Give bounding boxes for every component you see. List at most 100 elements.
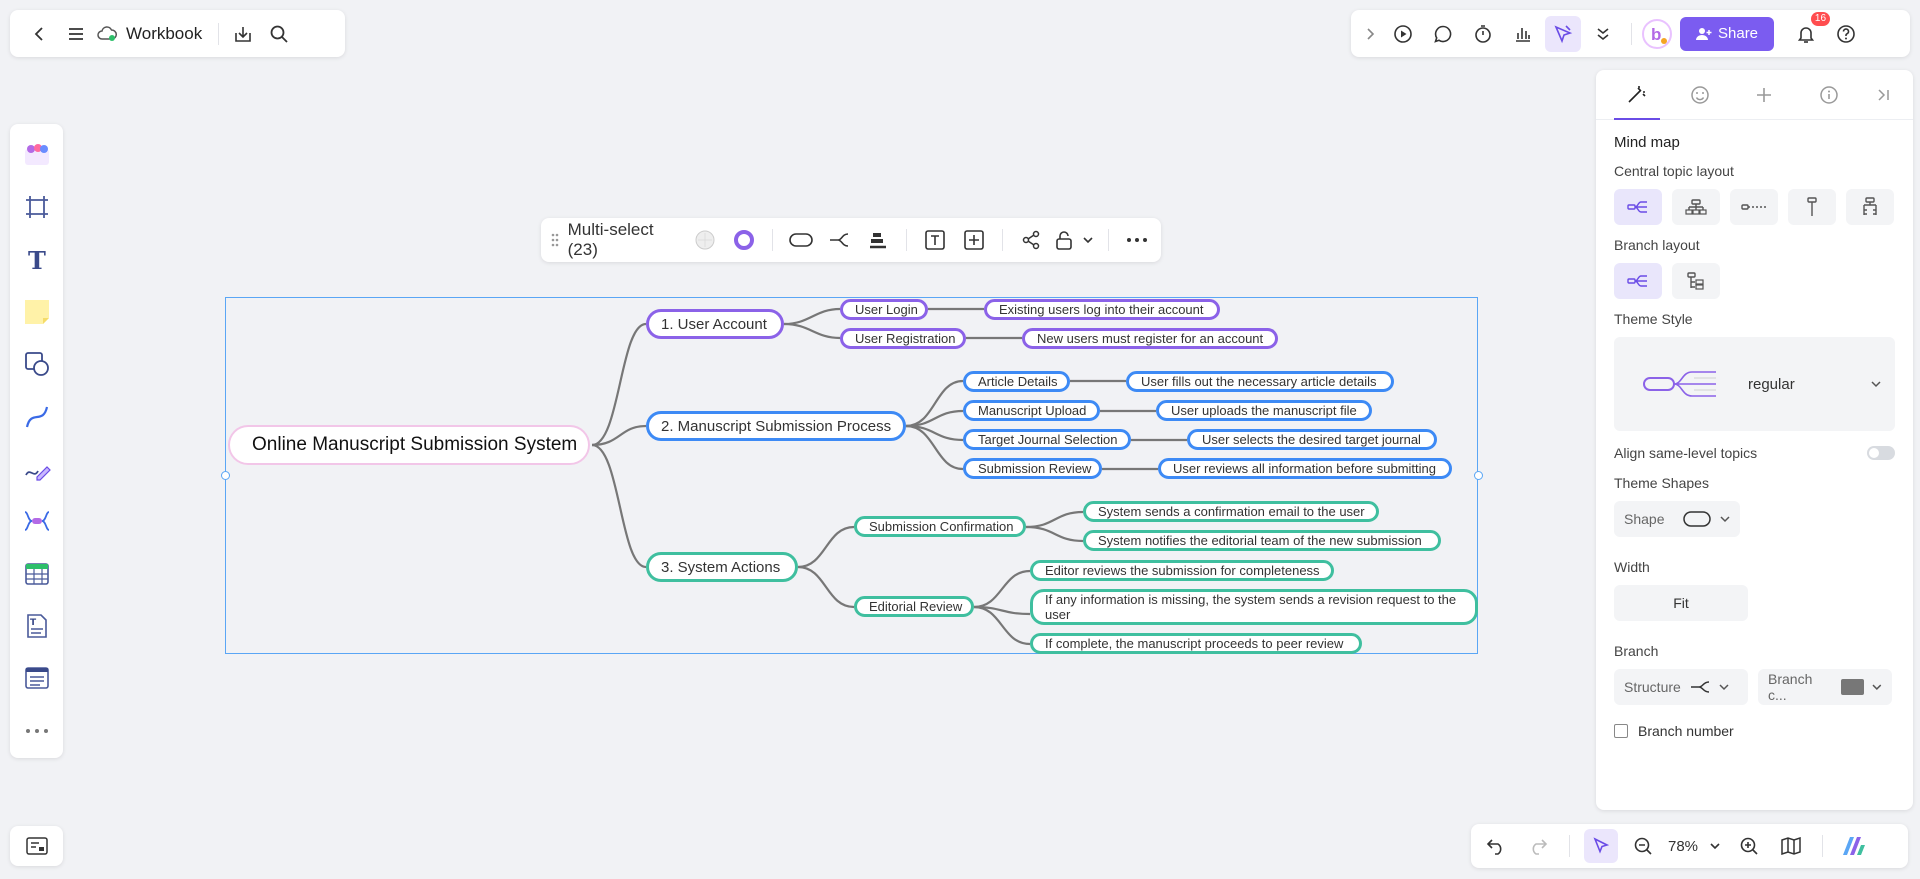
resize-handle-left[interactable] bbox=[221, 471, 230, 480]
minimap-toggle[interactable] bbox=[10, 826, 63, 866]
shape-select[interactable]: Shape bbox=[1614, 501, 1741, 537]
zoom-level[interactable]: 78% bbox=[1668, 837, 1699, 855]
more-double-chevron-icon[interactable] bbox=[1585, 16, 1621, 52]
search-icon[interactable] bbox=[261, 16, 297, 52]
comment-icon[interactable] bbox=[1425, 16, 1461, 52]
document-title[interactable]: Workbook bbox=[126, 23, 203, 43]
help-icon[interactable] bbox=[1828, 16, 1864, 52]
detail-notify-editorial[interactable]: System notifies the editorial team of th… bbox=[1083, 530, 1441, 551]
templates-tool[interactable] bbox=[17, 136, 57, 174]
add-subtopic-icon[interactable] bbox=[958, 222, 991, 258]
document-tool[interactable]: T bbox=[17, 607, 57, 645]
rounded-shape-icon bbox=[1683, 511, 1712, 527]
tab-insert-icon[interactable] bbox=[1743, 73, 1786, 117]
more-horizontal-icon[interactable] bbox=[1121, 222, 1154, 258]
detail-label: System sends a confirmation email to the… bbox=[1098, 504, 1365, 519]
menu-icon[interactable] bbox=[58, 16, 94, 52]
subtopic-submission-review[interactable]: Submission Review bbox=[963, 458, 1102, 479]
shape-rounded-icon[interactable] bbox=[785, 222, 818, 258]
subtopic-manuscript-upload[interactable]: Manuscript Upload bbox=[963, 400, 1100, 421]
border-color-icon[interactable] bbox=[727, 222, 760, 258]
chevron-right-icon[interactable] bbox=[1359, 16, 1381, 52]
branch-color-select[interactable]: Branch c... bbox=[1758, 669, 1892, 705]
layout-org-button[interactable] bbox=[1672, 189, 1720, 225]
align-icon[interactable] bbox=[862, 222, 895, 258]
theme-style-select[interactable]: regular bbox=[1614, 337, 1895, 431]
detail-confirmation-email[interactable]: System sends a confirmation email to the… bbox=[1083, 501, 1379, 522]
zoom-out-icon[interactable] bbox=[1626, 829, 1660, 863]
laser-pointer-icon[interactable] bbox=[1545, 15, 1581, 52]
sticky-note-tool[interactable] bbox=[17, 293, 57, 331]
drag-handle-icon[interactable] bbox=[549, 222, 562, 258]
branch-layout-right-button[interactable] bbox=[1614, 263, 1662, 299]
detail-revision-request[interactable]: If any information is missing, the syste… bbox=[1030, 589, 1478, 625]
undo-icon[interactable] bbox=[1479, 829, 1513, 863]
unlock-icon[interactable] bbox=[1054, 222, 1076, 258]
tab-info-icon[interactable] bbox=[1807, 73, 1850, 117]
subtopic-target-journal[interactable]: Target Journal Selection bbox=[963, 429, 1131, 450]
more-tools[interactable] bbox=[17, 712, 57, 750]
share-button[interactable]: Share bbox=[1680, 16, 1775, 51]
redo-icon[interactable] bbox=[1521, 829, 1555, 863]
vote-chart-icon[interactable] bbox=[1505, 16, 1541, 52]
detail-article-details[interactable]: User fills out the necessary article det… bbox=[1126, 371, 1394, 392]
subtopic-user-registration[interactable]: User Registration bbox=[840, 328, 966, 349]
root-topic[interactable]: Online Manuscript Submission System bbox=[228, 425, 590, 465]
zoom-in-icon[interactable] bbox=[1732, 829, 1766, 863]
branch-structure-select[interactable]: Structure bbox=[1614, 669, 1748, 705]
resize-handle-right[interactable] bbox=[1474, 471, 1483, 480]
pen-tool[interactable] bbox=[17, 450, 57, 488]
detail-manuscript-upload[interactable]: User uploads the manuscript file bbox=[1156, 400, 1372, 421]
layout-tree-button[interactable] bbox=[1846, 189, 1894, 225]
detail-label: User reviews all information before subm… bbox=[1173, 461, 1436, 476]
list-tool[interactable] bbox=[17, 659, 57, 697]
table-tool[interactable] bbox=[17, 555, 57, 593]
layout-timeline-button[interactable] bbox=[1730, 189, 1778, 225]
detail-user-login[interactable]: Existing users log into their account bbox=[984, 299, 1220, 320]
layout-vertical-button[interactable] bbox=[1788, 189, 1836, 225]
subtopic-submission-confirmation[interactable]: Submission Confirmation bbox=[854, 516, 1026, 537]
download-icon[interactable] bbox=[225, 16, 261, 52]
align-topics-toggle[interactable] bbox=[1867, 446, 1895, 460]
back-arrow-icon[interactable] bbox=[22, 16, 58, 52]
mindmap-tool[interactable] bbox=[17, 502, 57, 540]
notification-bell-icon[interactable]: 16 bbox=[1788, 11, 1831, 52]
text-tool[interactable]: T bbox=[17, 241, 57, 279]
connector-tool[interactable] bbox=[17, 398, 57, 436]
chevron-down-icon[interactable] bbox=[1081, 222, 1095, 258]
tab-style-icon[interactable] bbox=[1614, 73, 1657, 117]
detail-peer-review[interactable]: If complete, the manuscript proceeds to … bbox=[1030, 633, 1362, 654]
user-avatar[interactable]: b bbox=[1642, 18, 1672, 49]
detail-submission-review[interactable]: User reviews all information before subm… bbox=[1158, 458, 1452, 479]
detail-target-journal[interactable]: User selects the desired target journal bbox=[1187, 429, 1437, 450]
timer-icon[interactable] bbox=[1465, 16, 1501, 52]
fill-color-icon[interactable] bbox=[689, 222, 722, 258]
collapse-panel-icon[interactable] bbox=[1871, 73, 1895, 117]
subtopic-article-details[interactable]: Article Details bbox=[963, 371, 1070, 392]
topic-system-actions[interactable]: 3. System Actions bbox=[646, 552, 798, 582]
chevron-down-icon[interactable] bbox=[1706, 829, 1724, 863]
branch-structure-icon[interactable] bbox=[823, 222, 856, 258]
subtopic-user-login[interactable]: User Login bbox=[840, 299, 928, 320]
text-box-icon[interactable] bbox=[919, 222, 952, 258]
select-cursor-icon[interactable] bbox=[1584, 829, 1618, 863]
topic-manuscript-submission[interactable]: 2. Manuscript Submission Process bbox=[646, 411, 906, 441]
present-play-icon[interactable] bbox=[1385, 16, 1421, 52]
divider bbox=[906, 229, 908, 251]
shape-tool[interactable] bbox=[17, 345, 57, 383]
topic-user-account[interactable]: 1. User Account bbox=[646, 309, 784, 339]
tab-emoji-icon[interactable] bbox=[1678, 73, 1721, 117]
subtopic-editorial-review[interactable]: Editorial Review bbox=[854, 596, 974, 617]
detail-user-registration[interactable]: New users must register for an account bbox=[1022, 328, 1278, 349]
frame-tool[interactable] bbox=[17, 188, 57, 226]
map-view-icon[interactable] bbox=[1774, 829, 1808, 863]
detail-editor-reviews[interactable]: Editor reviews the submission for comple… bbox=[1030, 560, 1334, 581]
detail-label: User selects the desired target journal bbox=[1202, 432, 1421, 447]
relationship-icon[interactable] bbox=[1015, 222, 1048, 258]
branch-layout-tree-button[interactable] bbox=[1672, 263, 1720, 299]
width-fit-button[interactable]: Fit bbox=[1614, 585, 1748, 621]
selection-toolbar: Multi-select (23) bbox=[541, 218, 1161, 262]
branch-number-checkbox[interactable] bbox=[1614, 724, 1628, 738]
ai-assistant-icon[interactable] bbox=[1837, 829, 1871, 863]
layout-right-button[interactable] bbox=[1614, 189, 1662, 225]
